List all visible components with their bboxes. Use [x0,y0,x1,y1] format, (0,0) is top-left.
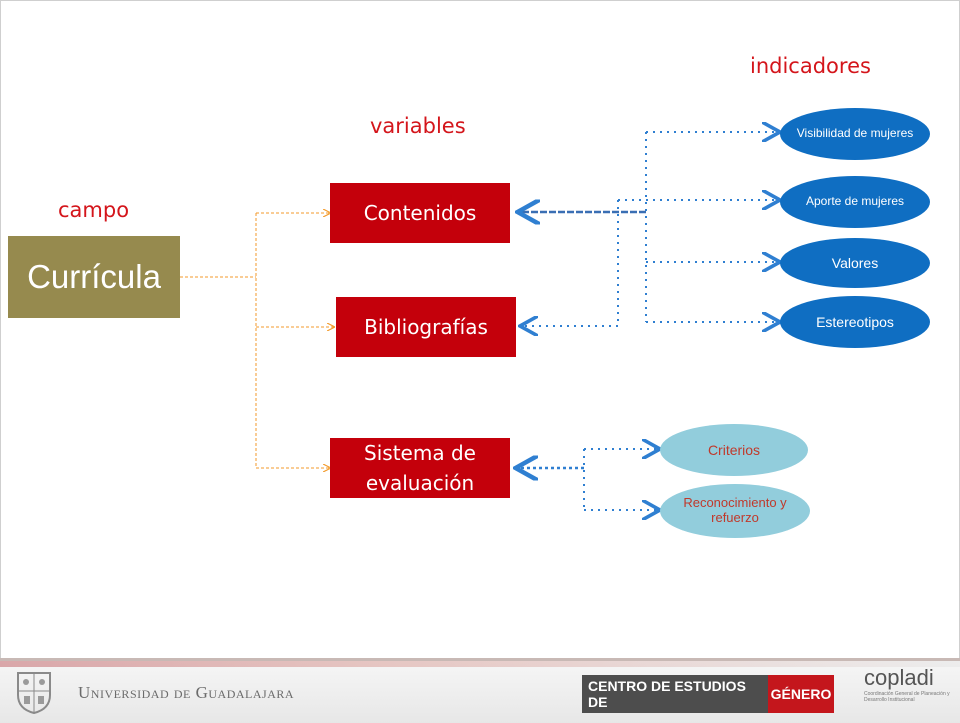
copladi-wordmark: copladi [864,665,934,690]
heading-variables: variables [370,114,466,138]
field-box-curricula: Currícula [8,236,180,318]
variable-box-contenidos: Contenidos [330,183,510,243]
university-name: Universidad de Guadalajara [78,683,295,702]
gender-center-logo: CENTRO DE ESTUDIOS DE GÉNERO [582,675,834,713]
indicator-lower-connector [518,449,658,510]
footer-bar: Universidad de Guadalajara CENTRO DE EST… [0,658,960,723]
gender-center-left: CENTRO DE ESTUDIOS DE [582,675,768,713]
copladi-subtitle: Coordinación General de Planeación y Des… [864,691,950,703]
indicator-reconocimiento: Reconocimiento y refuerzo [660,484,810,538]
heading-field: campo [58,198,130,222]
gender-center-right: GÉNERO [768,675,834,713]
variable-box-sistema-evaluacion: Sistema de evaluación [330,438,510,498]
indicator-aporte: Aporte de mujeres [780,176,930,228]
variable-box-bibliografias: Bibliografías [336,297,516,357]
field-tree-connector [180,213,334,468]
heading-indicators: indicadores [750,54,871,78]
indicator-estereotipos: Estereotipos [780,296,930,348]
university-crest-icon [17,672,51,715]
indicator-visibilidad: Visibilidad de mujeres [780,108,930,160]
indicator-upper-connector [522,132,778,326]
indicator-valores: Valores [780,238,930,288]
indicator-criterios: Criterios [660,424,808,476]
copladi-logo: copladi Coordinación General de Planeaci… [864,667,956,719]
